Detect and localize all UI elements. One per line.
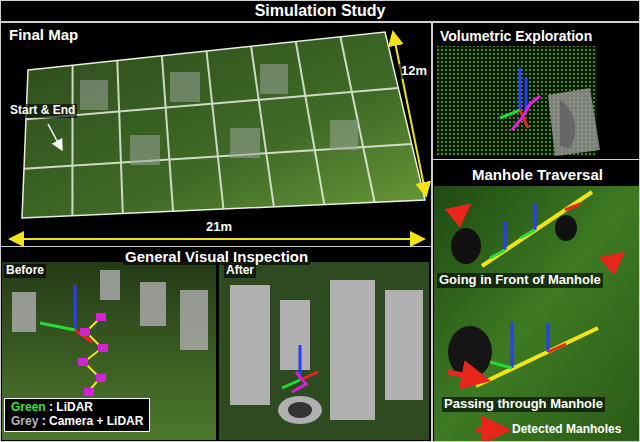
image-panel: Volumetric Exploration	[432, 22, 640, 160]
panel-heading: Volumetric Exploration	[438, 28, 594, 44]
title-band: Simulation Study	[0, 0, 640, 22]
annotation-label: 21m	[204, 220, 234, 235]
annotation-label: Going in Front of Manhole	[437, 273, 603, 288]
annotation-label: Start & End	[8, 104, 77, 118]
panel-heading: Manhole Traversal	[470, 166, 605, 183]
panel-heading: General Visual Inspection	[123, 248, 310, 265]
annotation-label: 12m	[399, 64, 429, 79]
legend-text: Green : LiDAR	[11, 401, 143, 415]
legend-key: Grey	[11, 414, 38, 428]
legend-key: Green	[11, 400, 46, 414]
annotation-label: Before	[4, 264, 46, 278]
annotation-label: After	[224, 264, 256, 278]
annotation-label: Passing through Manhole	[442, 397, 605, 412]
legend-text: Detected Manholes	[512, 423, 621, 437]
legend-desc: : LiDAR	[46, 400, 93, 414]
panel-heading: Final Map	[7, 26, 80, 43]
image-panel: Final Map	[0, 22, 432, 247]
legend-box: Green : LiDARGrey : Camera + LiDAR	[4, 398, 150, 432]
figure-title: Simulation Study	[255, 2, 386, 19]
legend-text: Grey : Camera + LiDAR	[11, 415, 143, 429]
legend-desc: : Camera + LiDAR	[38, 414, 143, 428]
